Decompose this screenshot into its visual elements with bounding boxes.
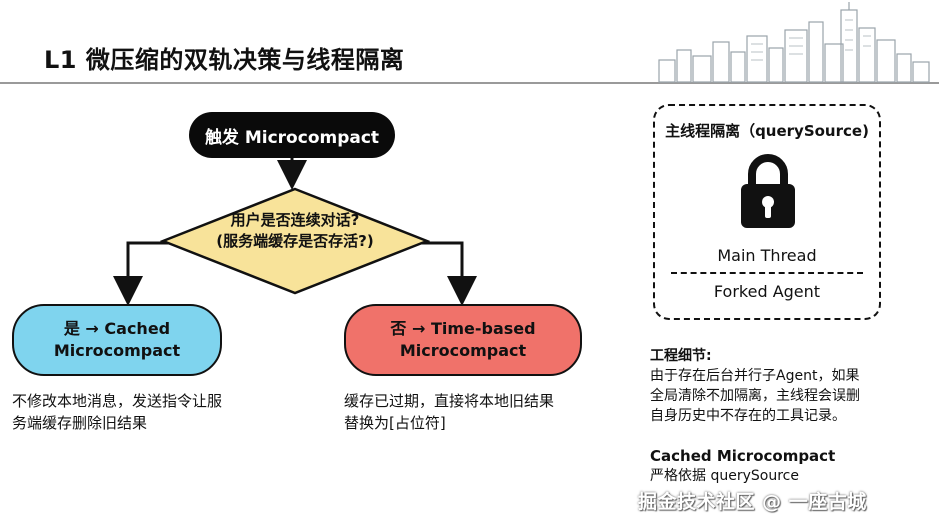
thread-isolation-panel: 主线程隔离（querySource) Main Thread Forked Ag… <box>653 104 881 320</box>
decision-text: 用户是否连续对话? (服务端缓存是否存活?) <box>160 210 430 252</box>
decision-diamond <box>160 187 430 295</box>
decision-subquestion: (服务端缓存是否存活?) <box>216 232 374 250</box>
cached-microcompact-node: 是 → Cached Microcompact <box>12 304 222 376</box>
time-based-description: 缓存已过期，直接将本地旧结果 替换为[占位符] <box>344 390 554 434</box>
cached-description: 不修改本地消息，发送指令让服 务端缓存删除旧结果 <box>12 390 222 434</box>
yes-label: 是 → Cached <box>63 319 171 338</box>
engineering-line1: 由于存在后台并行子Agent，如果 <box>650 368 860 384</box>
cached-notes-line1: 严格依据 querySource <box>650 468 799 484</box>
time-based-microcompact-node: 否 → Time-based Microcompact <box>344 304 582 376</box>
engineering-line3: 自身历史中不存在的工具记录。 <box>650 408 846 424</box>
yes-label-2: Microcompact <box>53 341 181 360</box>
cached-notes-title: Cached Microcompact <box>650 447 836 465</box>
decision-question: 用户是否连续对话? <box>230 211 360 229</box>
no-label: 否 → Time-based <box>390 319 536 338</box>
engineering-title: 工程细节: <box>650 348 712 364</box>
time-desc-line1: 缓存已过期，直接将本地旧结果 <box>344 392 555 410</box>
forked-agent-label: Forked Agent <box>713 282 821 301</box>
no-label-2: Microcompact <box>399 341 527 360</box>
cached-desc-line1: 不修改本地消息，发送指令让服 <box>12 392 223 410</box>
cached-desc-line2: 务端缓存删除旧结果 <box>12 414 148 432</box>
trigger-node: 触发 Microcompact <box>189 112 395 158</box>
lock-icon <box>741 154 795 228</box>
engineering-notes: 工程细节: 由于存在后台并行子Agent，如果 全局清除不加隔离，主线程会误删 … <box>650 346 860 426</box>
title-divider <box>0 82 939 84</box>
isolation-title: 主线程隔离（querySource) <box>665 122 869 140</box>
page-title: L1 微压缩的双轨决策与线程隔离 <box>44 46 405 74</box>
time-desc-line2: 替换为[占位符] <box>344 414 446 432</box>
main-thread-label: Main Thread <box>717 246 817 265</box>
engineering-line2: 全局清除不加隔离，主线程会误删 <box>650 388 860 404</box>
watermark: 掘金技术社区 @ 一座古城 <box>638 491 867 513</box>
city-skyline-icon <box>658 2 930 83</box>
cached-notes: Cached Microcompact 严格依据 querySource <box>650 446 835 486</box>
isolation-divider <box>671 272 863 274</box>
